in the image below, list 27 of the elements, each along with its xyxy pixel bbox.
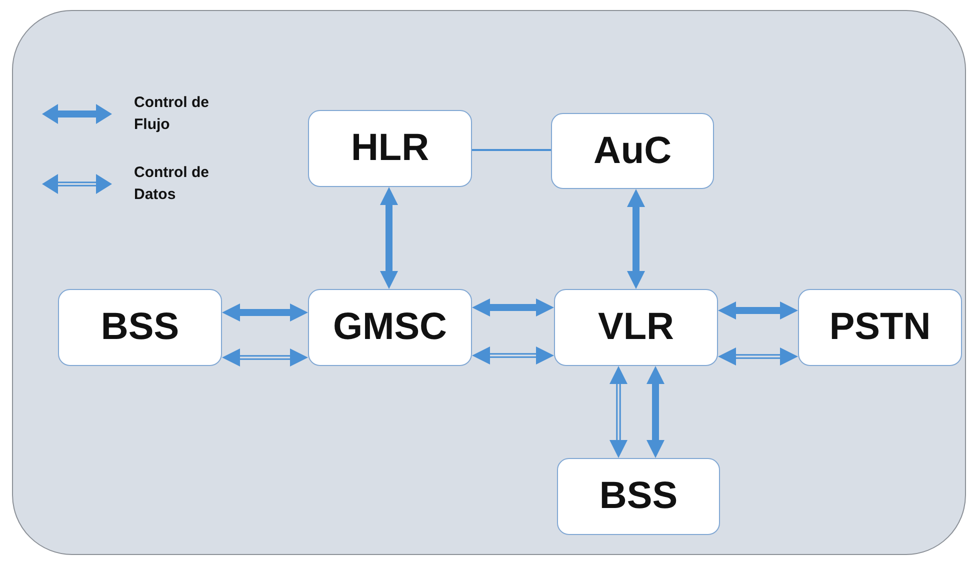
component-box bbox=[798, 289, 962, 366]
box-label: AuC bbox=[593, 130, 672, 172]
box-label: GMSC bbox=[333, 306, 447, 349]
double-line-arrow bbox=[610, 366, 628, 458]
arrow bbox=[222, 304, 308, 322]
legend-text: Control de Flujo bbox=[134, 93, 210, 135]
double-line-arrow bbox=[718, 348, 798, 366]
component-box bbox=[557, 458, 720, 535]
component-box bbox=[308, 289, 472, 366]
arrow bbox=[646, 366, 664, 458]
double-line-arrow bbox=[472, 346, 554, 364]
component-box bbox=[554, 289, 718, 366]
legend-text: Control de Datos bbox=[134, 163, 210, 205]
box-label: BSS bbox=[599, 475, 678, 518]
arrow bbox=[472, 298, 554, 316]
component-box bbox=[308, 110, 472, 187]
double-line-arrow bbox=[222, 348, 308, 366]
arrow bbox=[627, 189, 645, 289]
box-label: HLR bbox=[350, 127, 430, 170]
component-box bbox=[58, 289, 222, 366]
box-label: VLR bbox=[598, 306, 674, 349]
arrow bbox=[718, 302, 798, 320]
connector-line bbox=[472, 149, 551, 151]
arrow bbox=[380, 187, 398, 289]
box-label: BSS bbox=[100, 306, 180, 349]
component-box bbox=[551, 113, 714, 189]
box-label: PSTN bbox=[829, 306, 931, 349]
